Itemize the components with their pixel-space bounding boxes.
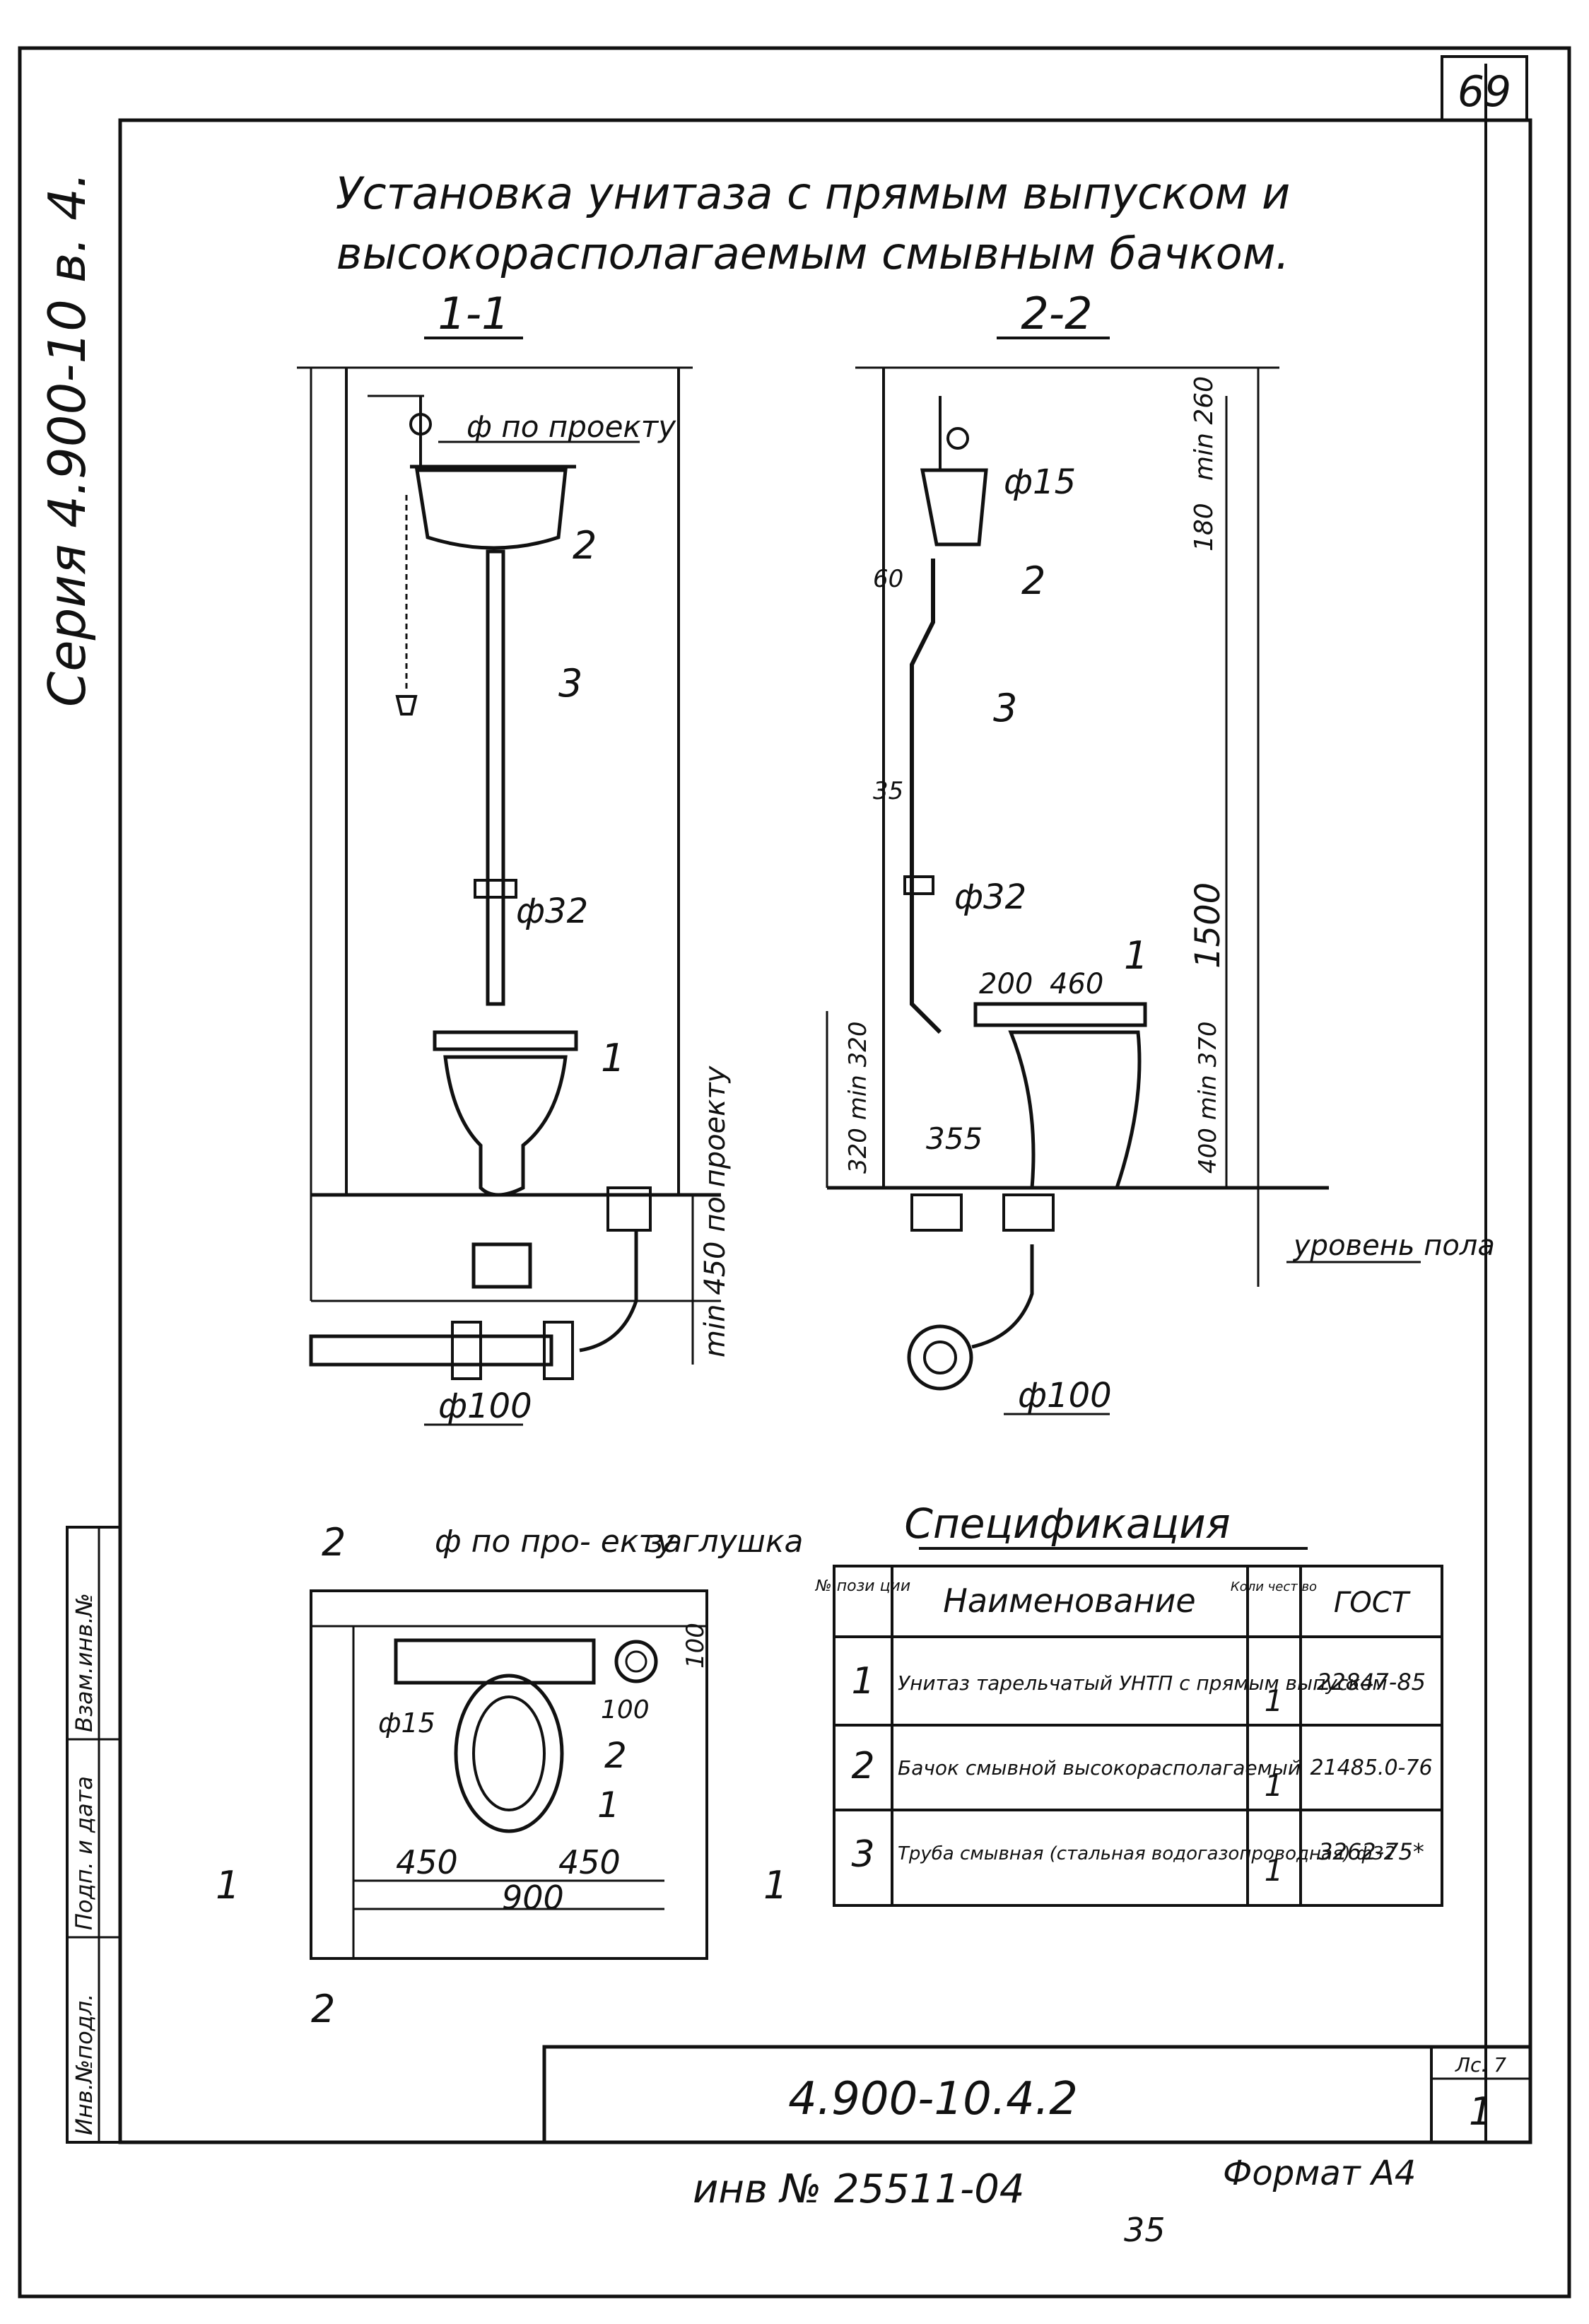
title-line-1: Установка унитаза с прямым выпуском и [336,168,1291,219]
page-number-box [1441,55,1528,122]
section-1-height-note: min 450 по проекту [699,1065,732,1357]
section-1-callout-3: 3 [558,661,582,706]
plan-plug-label: заглушка [647,1524,803,1560]
plan-dim-900: 900 [502,1879,564,1917]
side-stamp: Взам.инв.№ Подп. и дата Инв.№подл. [66,1526,122,2144]
plan-supply-label: ф по про- екту [435,1524,676,1560]
plan-dim-f15: ф15 [378,1707,435,1739]
stamp-sheet-value: 1 [1469,2089,1493,2134]
plan-dim-100b: 100 [601,1695,650,1724]
section-2-callout-3: 3 [993,686,1017,730]
section-2-dim-min260: min 260 [1190,376,1219,481]
section-2-callout-1: 1 [1124,933,1148,978]
section-1-outlet-diam: ф100 [438,1386,532,1426]
side-label-2: Подп. и дата [71,1776,98,1930]
section-2-dim-1500: 1500 [1188,882,1228,969]
title-line-2: высокорасполагаемым смывным бачком. [336,228,1289,279]
stamp-code: 4.900-10.4.2 [788,2073,1078,2125]
section-2-dim-320: 320 min 320 [844,1021,872,1174]
section-2-supply-diam: ф15 [1004,462,1076,502]
series-label: Серия 4.900-10 в. 4. [37,172,97,707]
section-2-pipe-diam: ф32 [954,877,1026,917]
title-stamp: 4.900-10.4.2 Лс. 7 1 [542,2045,1532,2144]
spec-row-2-qty: 1 [1265,1768,1284,1803]
plan-section-mark-1-left: 1 [216,1863,240,1908]
side-label-1: Взам.инв.№ [71,1593,98,1732]
section-1-callout-2: 2 [573,523,597,568]
spec-row-3-name: Труба смывная (стальная водогазопроводна… [898,1843,1395,1864]
spec-row-2-name: Бачок смывной высокорасполагаемый [898,1756,1301,1780]
spec-row-1-qty: 1 [1265,1683,1284,1718]
spec-header-qty: Коли чест во [1231,1579,1317,1594]
section-2-dim-200: 200 [979,968,1033,1000]
plan-view: ф по про- екту заглушка ф15 100 100 450 … [216,1520,803,2031]
section-2-dim-400: 400 min 370 [1194,1021,1222,1174]
plan-dim-450-left: 450 [396,1843,458,1881]
section-2-dim-60: 60 [873,565,903,593]
section-1-1: 1-1 min 450 по проекту ф по [297,288,732,1426]
plan-dim-100a: 100 [681,1623,710,1669]
section-2-dim-355: 355 [926,1121,983,1156]
outer-frame [18,46,1571,2299]
plan-section-mark-2-top: 2 [322,1520,346,1565]
stamp-sheet-label: Лс. 7 [1455,2053,1506,2077]
section-2-callout-2: 2 [1021,559,1045,603]
spec-header-name: Наименование [943,1582,1195,1620]
spec-row-2-pos: 2 [851,1745,874,1787]
plan-callout-2: 2 [604,1735,627,1776]
spec-row-3-qty: 1 [1265,1853,1284,1888]
page-number: 69 [1458,67,1511,117]
spec-row-1-name: Унитаз тарельчатый УНТП с прямым выпуско… [898,1671,1388,1695]
section-2-outlet-diam: ф100 [1018,1376,1112,1415]
footer-inv: инв № 25511-04 [693,2166,1024,2212]
spec-title: Спецификация [904,1500,1230,1548]
spec-row-3-gost: 3262-75* [1318,1838,1424,1865]
section-2-dim-35: 35 [873,777,903,805]
spec-table: Спецификация № пози ции Наименование Кол… [815,1500,1443,1907]
section-2-dim-180: 180 [1190,503,1219,551]
spec-header-gost: ГОСТ [1334,1587,1412,1619]
footer-page: 35 [1124,2211,1166,2249]
section-1-label: 1-1 [438,288,509,339]
spec-row-1-gost: 22847-85 [1317,1669,1426,1695]
plan-callout-1: 1 [597,1785,620,1826]
spec-row-3-pos: 3 [851,1833,874,1876]
section-2-2: 2-2 min 260 180 60 35 1500 200 460 355 3… [826,288,1495,1415]
plan-section-mark-2-bottom: 2 [311,1987,335,2031]
section-1-supply-label: ф по проекту [467,409,676,444]
spec-header-pos: № пози ции [815,1577,910,1595]
section-2-label: 2-2 [1021,288,1092,339]
side-label-3: Инв.№подл. [71,1994,98,2135]
spec-row-1-pos: 1 [851,1660,874,1703]
plan-section-mark-1-right: 1 [763,1863,787,1908]
plan-dim-450-right: 450 [558,1843,621,1881]
spec-row-2-gost: 21485.0-76 [1310,1756,1432,1780]
floor-level-label: уровень пола [1293,1230,1495,1262]
section-1-callout-1: 1 [601,1036,625,1080]
footer-format: Формат А4 [1223,2154,1416,2193]
section-1-pipe-diam: ф32 [516,892,588,931]
section-2-dim-460: 460 [1050,968,1103,1000]
